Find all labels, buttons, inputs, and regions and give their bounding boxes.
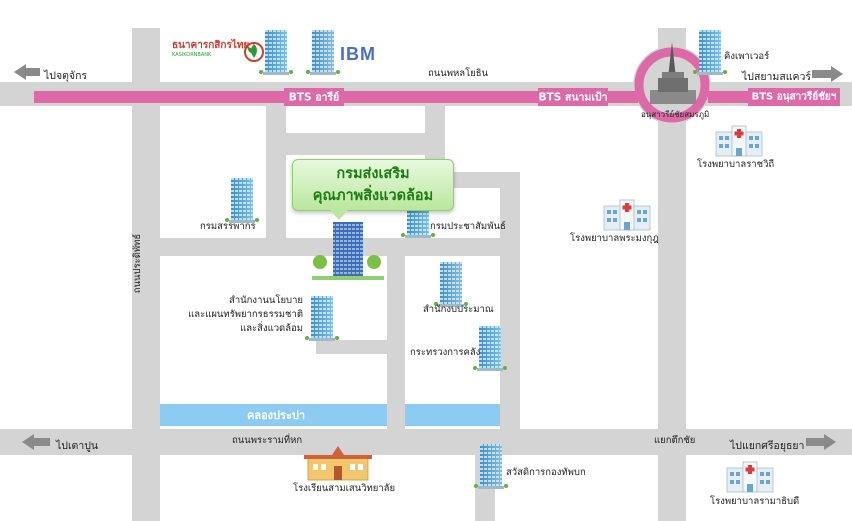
label-policy-3: และสิ่งแวดล้อม bbox=[240, 323, 303, 334]
bts-station-sanampao bbox=[538, 88, 608, 106]
building-ibm-icon bbox=[306, 30, 340, 75]
svg-text:IBM: IBM bbox=[340, 44, 376, 64]
hospital-ramathibodi-icon bbox=[726, 461, 774, 493]
label-army-welfare: สวัสดิการกองทัพบก bbox=[506, 467, 586, 478]
road-inner-v1 bbox=[266, 106, 286, 256]
deqp-building-icon bbox=[312, 222, 384, 280]
arrow-right-bottom-icon bbox=[806, 434, 836, 450]
building-revenue-icon bbox=[225, 178, 259, 223]
direction-label-bottom-right: ไปแยกศรีอยุธยา bbox=[730, 440, 805, 452]
road-inner-h1 bbox=[266, 133, 445, 155]
road-inner-h4 bbox=[316, 340, 387, 354]
ibm-logo: IBM bbox=[340, 44, 376, 64]
label-policy-2: และแผนทรัพยากรธรรมชาติ bbox=[188, 309, 303, 320]
school-samsen-icon bbox=[304, 446, 372, 481]
label-policy-1: สำนักงานนโยบาย bbox=[229, 295, 303, 306]
road-pradiphat bbox=[132, 28, 160, 521]
label-samsen-school: โรงเรียนสามเสนวิทยาลัย bbox=[293, 483, 396, 494]
road-label-pradiphat: ถนนประดิพัทธ์ bbox=[132, 233, 144, 294]
hospital-rajavithi-icon bbox=[715, 125, 763, 157]
bts-station-victory bbox=[748, 88, 840, 106]
arrow-left-bottom-icon bbox=[22, 434, 50, 450]
canal-label: คลองประปา bbox=[246, 409, 306, 422]
label-kasikorn-en: KASIKORNBANK bbox=[172, 52, 212, 58]
bts-label-ari: BTS อารีย์ bbox=[288, 91, 340, 104]
direction-arrows bbox=[14, 64, 843, 450]
victory-monument-icon bbox=[650, 42, 696, 104]
building-kasikorn-icon bbox=[259, 30, 293, 75]
road-rama6 bbox=[0, 429, 852, 455]
road-label-rama6: ถนนพระรามที่หก bbox=[232, 435, 303, 446]
road-inner-v4 bbox=[387, 238, 405, 430]
label-budget: สำนักงบประมาณ bbox=[423, 304, 494, 315]
destination-pointer bbox=[330, 210, 348, 220]
bts-line bbox=[34, 47, 840, 123]
road-label-tukchai: แยกตึกชัย bbox=[654, 435, 696, 446]
destination-line1: กรมส่งเสริม bbox=[336, 166, 410, 182]
direction-label-top-left: ไปจตุจักร bbox=[44, 70, 88, 82]
kasikorn-logo bbox=[244, 42, 264, 62]
label-victory-monument: อนุสาวรีย์ชัยสมรภูมิ bbox=[641, 110, 710, 119]
canal-right bbox=[405, 404, 500, 426]
road-inner-h3 bbox=[160, 238, 500, 256]
road-network bbox=[0, 28, 852, 521]
bts-station-ari bbox=[284, 88, 344, 106]
destination-line2: คุณภาพสิ่งแวดล้อม bbox=[312, 188, 434, 204]
label-revenue: กรมสรรพากร bbox=[200, 221, 256, 232]
label-rajavithi: โรงพยาบาลราชวิถี bbox=[697, 159, 775, 170]
bts-label-sanampao: BTS สนามเป้า bbox=[538, 91, 608, 104]
arrow-left-top-icon bbox=[14, 64, 40, 80]
hospital-phramongkut-icon bbox=[603, 199, 651, 231]
direction-label-bottom-left: ไปเตาปูน bbox=[56, 440, 99, 452]
label-finance: กระทรวงการคลัง bbox=[410, 347, 481, 358]
label-phramongkut: โรงพยาบาลพระมงกุฎ bbox=[570, 233, 659, 244]
label-public-relations: กรมประชาสัมพันธ์ bbox=[430, 221, 506, 232]
building-policy-icon bbox=[305, 296, 339, 341]
canal-left bbox=[160, 404, 387, 426]
label-ramathibodi: โรงพยาบาลรามาธิบดี bbox=[710, 496, 800, 507]
label-kingpower: คิงเพาเวอร์ bbox=[724, 51, 770, 62]
building-budget-icon bbox=[434, 262, 468, 307]
direction-label-top-right: ไปสยามสแควร์ bbox=[742, 71, 812, 83]
destination-callout: กรมส่งเสริม คุณภาพสิ่งแวดล้อม bbox=[292, 159, 454, 211]
label-kasikorn-th: ธนาคารกสิกรไทย bbox=[172, 40, 250, 51]
road-inner-v3 bbox=[500, 172, 520, 430]
arrow-right-top-icon bbox=[812, 66, 843, 82]
bts-label-victory: BTS อนุสาวรีย์ชัยฯ bbox=[751, 91, 837, 103]
road-label-phahon: ถนนพหลโยธิน bbox=[428, 68, 489, 79]
